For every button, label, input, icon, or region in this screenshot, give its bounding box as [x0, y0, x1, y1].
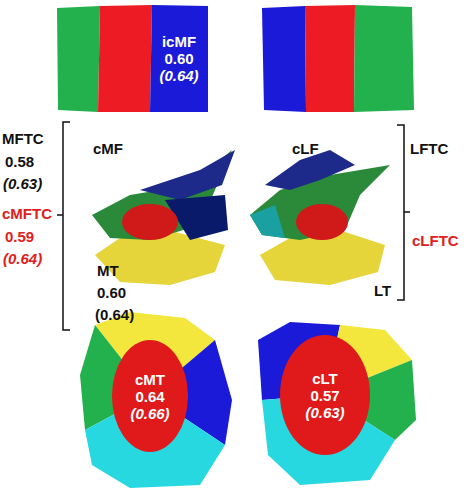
region-name: cLT: [312, 370, 338, 387]
region-label: MFTC: [2, 130, 44, 148]
region-patch: [262, 6, 306, 112]
score-value: 0.58: [5, 153, 34, 171]
region-ellipse: cMT0.64(0.66): [112, 340, 188, 452]
region-label: cLFTC: [412, 232, 459, 250]
score-value: (0.63): [305, 404, 344, 421]
region-fill: [280, 335, 370, 455]
score-value: (0.66): [130, 405, 169, 422]
bracket: [397, 125, 410, 300]
score-value: 0.57: [310, 387, 339, 404]
region-label: MT: [97, 262, 119, 280]
score-value: 0.60: [97, 284, 126, 302]
score-value: (0.64): [95, 306, 134, 324]
region-label: LT: [374, 282, 391, 300]
bracket: [57, 122, 70, 330]
region-surface: [296, 204, 348, 240]
region-label: cMFTC: [2, 205, 52, 223]
region-patch: [305, 5, 355, 112]
region-band: icMF0.60(0.64): [150, 5, 208, 112]
region-fill: [150, 5, 208, 112]
region-surface: [250, 205, 285, 238]
region-name: cMT: [135, 371, 165, 388]
score-value: 0.60: [164, 50, 193, 67]
region-surface: [140, 150, 235, 200]
region-surface: [122, 204, 178, 240]
score-value: (0.64): [159, 67, 198, 84]
region-ellipse: cLT0.57(0.63): [280, 335, 370, 455]
region-label: LFTC: [410, 140, 448, 158]
region-surface: [95, 232, 225, 285]
score-value: 0.64: [135, 388, 164, 405]
region-label: cMF: [93, 140, 123, 158]
region-patch: [354, 5, 414, 112]
region-fill: [112, 340, 188, 452]
score-value: 0.59: [5, 228, 34, 246]
region-patch: [98, 5, 152, 112]
score-value: (0.64): [3, 250, 42, 268]
region-patch: [57, 6, 100, 112]
region-label: cLF: [292, 140, 319, 158]
region-name: icMF: [162, 33, 196, 50]
score-value: (0.63): [3, 175, 42, 193]
